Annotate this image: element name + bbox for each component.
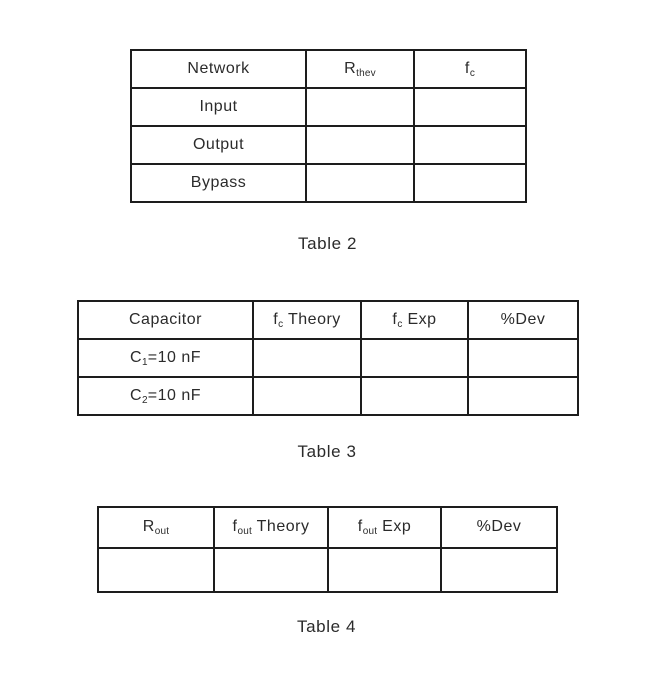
header-cell-network: Network xyxy=(130,49,307,89)
header-text: f xyxy=(232,518,238,535)
subscript-text: c xyxy=(278,318,284,330)
header-text: f xyxy=(273,310,279,328)
empty-cell xyxy=(413,125,527,165)
table-row-output: Output xyxy=(130,125,527,165)
header-text-rest: Exp xyxy=(377,518,412,535)
table-row-input: Input xyxy=(130,87,527,127)
table-row-empty xyxy=(97,547,558,593)
header-cell-rthev: Rthev xyxy=(305,49,415,89)
empty-cell xyxy=(360,338,469,378)
table-header-row: Rout fout Theory fout Exp %Dev xyxy=(97,506,558,549)
subscript-text: 2 xyxy=(142,394,148,406)
header-cell-pct-dev: %Dev xyxy=(467,300,579,340)
subscript-text: out xyxy=(362,526,378,537)
empty-cell xyxy=(467,338,579,378)
table-row-c2: C2=10 nF xyxy=(77,376,579,416)
capacitor-cutoff-table: Capacitor fc Theory fc Exp %Dev C1=10 nF… xyxy=(77,300,579,416)
empty-cell xyxy=(327,547,442,593)
subscript-text: out xyxy=(237,526,252,537)
header-text: f xyxy=(357,518,363,535)
row-label-rest: =10 nF xyxy=(147,386,202,404)
empty-cell xyxy=(252,376,362,416)
header-text: f xyxy=(464,59,470,77)
row-label-rest: =10 nF xyxy=(147,348,202,366)
table-row-c1: C1=10 nF xyxy=(77,338,579,378)
header-cell-capacitor: Capacitor xyxy=(77,300,254,340)
subscript-text: c xyxy=(397,318,403,330)
header-text: Network xyxy=(187,59,250,77)
header-text-rest: Theory xyxy=(252,518,310,535)
header-text: %Dev xyxy=(476,518,522,535)
row-label-cell: Output xyxy=(130,125,307,165)
row-label-text: Output xyxy=(192,135,245,153)
network-cutoff-table: Network Rthev fc Input Output Bypass xyxy=(130,49,527,203)
row-label-cell: Bypass xyxy=(130,163,307,203)
empty-cell xyxy=(305,125,415,165)
header-cell-fc-exp: fc Exp xyxy=(360,300,469,340)
subscript-text: c xyxy=(469,67,476,79)
header-text-rest: Exp xyxy=(402,310,437,328)
header-text: R xyxy=(344,59,357,77)
subscript-text: thev xyxy=(356,67,376,79)
table-header-row: Capacitor fc Theory fc Exp %Dev xyxy=(77,300,579,340)
table-row-bypass: Bypass xyxy=(130,163,527,203)
header-text-rest: Theory xyxy=(283,310,341,328)
header-cell-fc: fc xyxy=(413,49,527,89)
header-cell-fout-exp: fout Exp xyxy=(327,506,442,549)
row-label-cell: Input xyxy=(130,87,307,127)
header-text: %Dev xyxy=(500,310,546,328)
subscript-text: 1 xyxy=(142,356,148,368)
output-frequency-table: Rout fout Theory fout Exp %Dev xyxy=(97,506,558,593)
empty-cell xyxy=(213,547,329,593)
row-label-text: C xyxy=(129,348,143,366)
header-cell-fout-theory: fout Theory xyxy=(213,506,329,549)
empty-cell xyxy=(413,163,527,203)
table-header-row: Network Rthev fc xyxy=(130,49,527,89)
empty-cell xyxy=(467,376,579,416)
row-label-cell: C2=10 nF xyxy=(77,376,254,416)
row-label-text: Bypass xyxy=(190,173,247,191)
header-cell-rout: Rout xyxy=(97,506,215,549)
header-text: Capacitor xyxy=(129,310,202,328)
table-4-caption: Table 4 xyxy=(296,617,357,636)
table-2-caption: Table 2 xyxy=(297,234,358,253)
empty-cell xyxy=(305,163,415,203)
header-text: R xyxy=(142,518,155,535)
row-label-text: C xyxy=(129,386,143,404)
empty-cell xyxy=(252,338,362,378)
table-3-caption: Table 3 xyxy=(297,442,357,461)
header-text: f xyxy=(392,310,398,328)
empty-cell xyxy=(440,547,558,593)
empty-cell xyxy=(97,547,215,593)
subscript-text: out xyxy=(154,526,170,537)
header-cell-pct-dev: %Dev xyxy=(440,506,558,549)
empty-cell xyxy=(305,87,415,127)
empty-cell xyxy=(413,87,527,127)
row-label-cell: C1=10 nF xyxy=(77,338,254,378)
empty-cell xyxy=(360,376,469,416)
row-label-text: Input xyxy=(199,97,238,115)
header-cell-fc-theory: fc Theory xyxy=(252,300,362,340)
